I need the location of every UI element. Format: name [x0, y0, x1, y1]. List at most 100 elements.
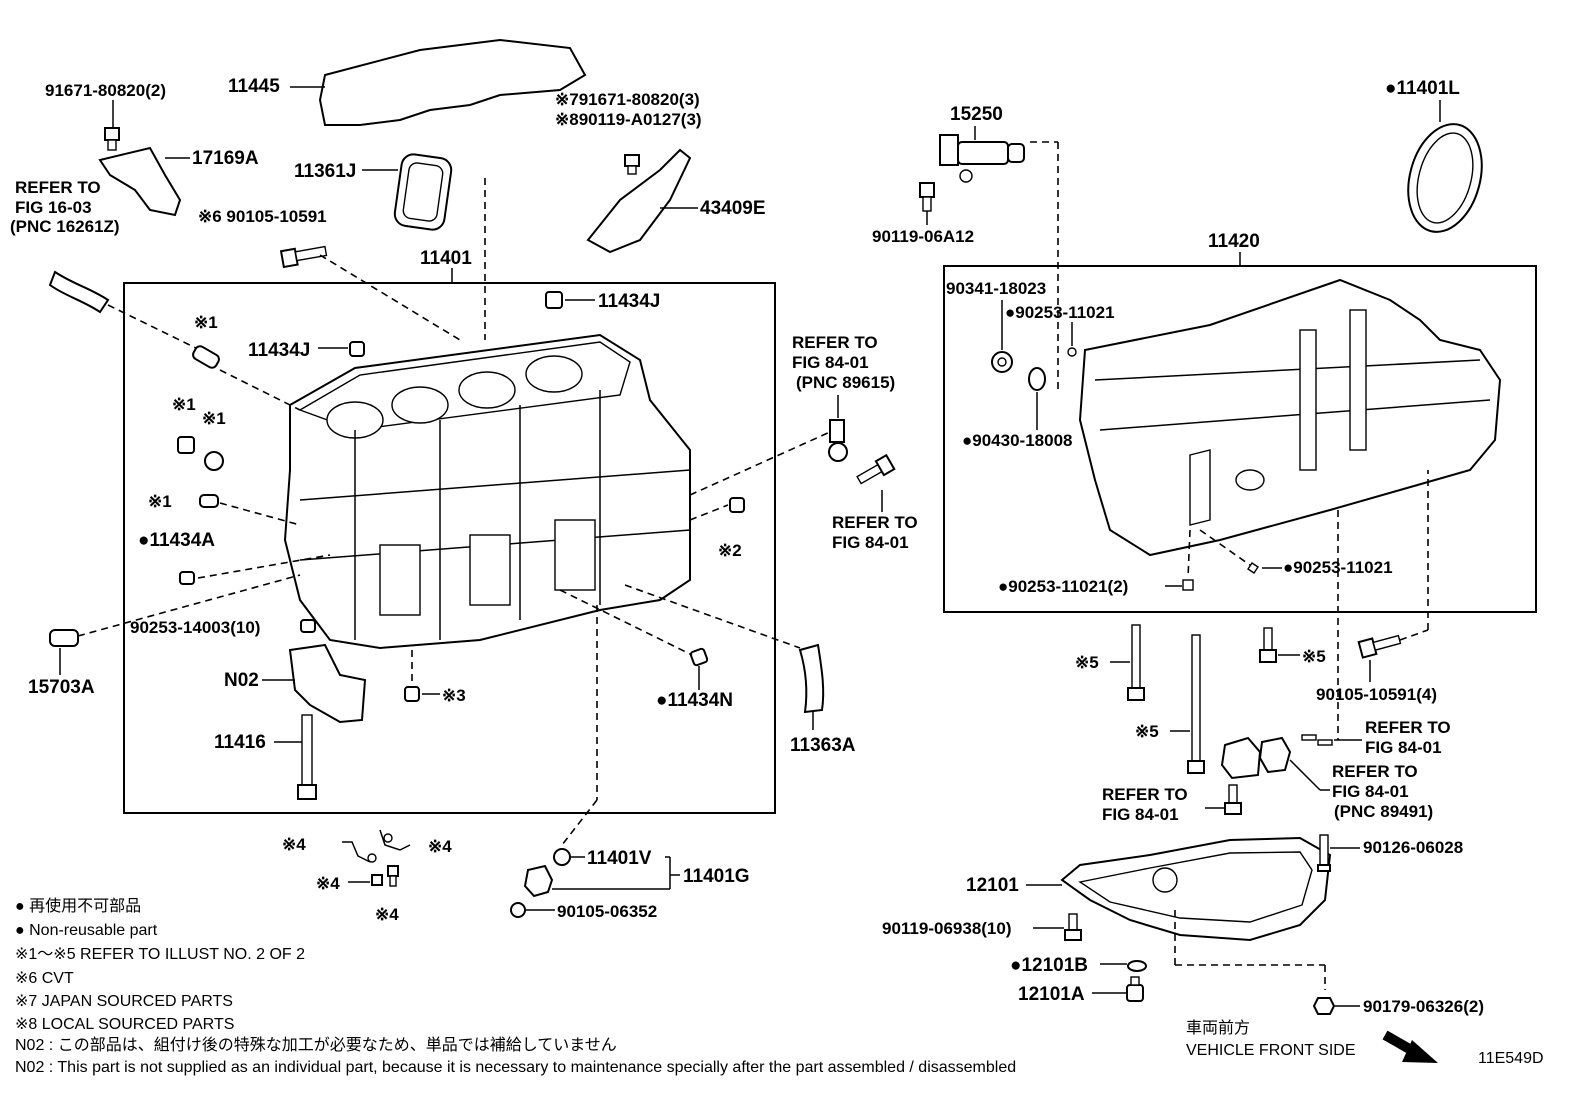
note-5-c: ※5: [1302, 647, 1326, 666]
dowel-pin-icon: [192, 345, 220, 369]
note-5-b: ※5: [1135, 722, 1159, 741]
dowel-pin-icon: [1182, 579, 1194, 591]
label-17169A: 17169A: [192, 148, 259, 169]
bearing-cap-N02: [288, 643, 367, 724]
plug-15703A: [49, 629, 79, 647]
label-15250: 15250: [950, 104, 1003, 125]
label-11434J-mid: 11434J: [248, 340, 310, 361]
label-90430-18008: ●90430-18008: [962, 431, 1072, 450]
legend-line-5: ※7 JAPAN SOURCED PARTS: [15, 993, 233, 1010]
note-1-b: ※1: [172, 395, 196, 414]
dowel-pin-icon: [179, 571, 195, 585]
label-90341-18023: 90341-18023: [946, 279, 1046, 298]
upper-oil-pan-drawing: [1078, 278, 1502, 557]
sensor-icon: [523, 864, 554, 898]
label-90119-06A12: 90119-06A12: [872, 227, 974, 246]
label-11361J: 11361J: [294, 161, 356, 182]
bolt-icon: [104, 127, 120, 151]
dowel-pin-icon: [404, 686, 420, 702]
dowel-pin-icon: [729, 497, 745, 513]
bolt-icon: [624, 154, 640, 175]
bolt-icon: [1259, 627, 1277, 663]
note-4-b: ※4: [428, 837, 452, 856]
note-1-d: ※1: [148, 492, 172, 511]
note-2: ※2: [718, 541, 742, 560]
bolt-icon: [1312, 997, 1336, 1015]
gasket-ring-icon: [1028, 367, 1046, 391]
label-12101: 12101: [966, 875, 1019, 896]
refer-fig-16-03-line1: REFER TO: [15, 178, 101, 197]
dowel-pin-icon: [1247, 562, 1259, 574]
label-11401V: 11401V: [587, 848, 652, 869]
label-90119-A0127-3: ※890119-A0127(3): [555, 110, 702, 129]
dowel-pin-icon: [177, 436, 195, 454]
bolt-icon: [1301, 734, 1333, 746]
legend-line-2: ● Non-reusable part: [15, 922, 158, 939]
label-90179-06326-2: 90179-06326(2): [1363, 997, 1484, 1016]
refer-fig-84-01-b-line1: REFER TO: [1365, 718, 1451, 737]
label-43409E: 43409E: [700, 198, 766, 219]
legend-line-1: ● 再使用不可部品: [15, 897, 141, 915]
vehicle-front-en: VEHICLE FRONT SIDE: [1186, 1042, 1356, 1059]
dowel-pin-icon: [1067, 347, 1077, 357]
vehicle-front-jp: 車両前方: [1186, 1019, 1250, 1037]
label-11401G: 11401G: [683, 866, 750, 887]
bolt-icon: [1224, 784, 1242, 815]
refer-fig-84-01-a-line2: FIG 84-01: [832, 533, 909, 552]
oil-control-valve-15250: [939, 134, 1025, 183]
dowel-pin-icon: [199, 494, 219, 508]
label-90119-06938-10: 90119-06938(10): [882, 919, 1012, 938]
label-12101A: 12101A: [1018, 984, 1085, 1005]
refer-fig-84-01-pnc89615-line3: (PNC 89615): [796, 373, 895, 392]
cylinder-block-drawing: [283, 333, 691, 650]
label-91671-80820-2: 91671-80820(2): [45, 81, 166, 100]
legend-line-7: N02 : この部品は、組付け後の特殊な加工が必要なため、単品では補給していませ…: [15, 1036, 617, 1054]
label-15703A: 15703A: [28, 677, 95, 698]
tube-11363A: [798, 643, 825, 714]
refer-fig-84-01-pnc89615-line2: FIG 84-01: [792, 353, 869, 372]
cylinder-block-frame: [123, 282, 776, 814]
plug-12101A: [1126, 976, 1144, 1002]
sensor-icon: [1220, 736, 1292, 780]
refer-fig-16-03-line3: (PNC 16261Z): [10, 217, 120, 236]
bracket-17169A: [98, 146, 182, 217]
bolt-icon: [510, 902, 526, 918]
bolt-icon: [856, 453, 896, 485]
label-11434J-top: 11434J: [598, 291, 660, 312]
label-11434N: ●11434N: [656, 690, 733, 711]
water-jacket-insulator: [318, 38, 587, 126]
label-90126-06028: 90126-06028: [1363, 838, 1463, 857]
label-90253-11021-2: ●90253-11021(2): [998, 577, 1128, 596]
bracket-43409E: [586, 148, 692, 254]
dowel-pin-icon: [545, 291, 563, 309]
label-N02: N02: [224, 670, 259, 691]
label-90253-11021-a: ●90253-11021: [1005, 303, 1115, 322]
sensor-icon: [379, 829, 411, 851]
refer-fig-84-01-pnc89491-line1: REFER TO: [1332, 762, 1418, 781]
dowel-pin-icon: [689, 647, 709, 667]
label-90253-14003-10: 90253-14003(10): [130, 618, 260, 637]
label-11363A: 11363A: [790, 735, 856, 756]
label-11401: 11401: [420, 248, 472, 269]
gasket-ring-icon: [553, 848, 571, 866]
dowel-pin-icon: [300, 619, 316, 633]
legend-line-3: ※1〜※5 REFER TO ILLUST NO. 2 OF 2: [15, 946, 305, 963]
label-90105-06352: 90105-06352: [557, 902, 657, 921]
bolt-icon: [1127, 624, 1145, 701]
refer-fig-84-01-c-line2: FIG 84-01: [1102, 805, 1179, 824]
note-1-a: ※1: [194, 313, 218, 332]
bolt-icon: [1187, 634, 1205, 774]
label-91671-80820-3: ※791671-80820(3): [555, 90, 700, 109]
refer-fig-16-03-line2: FIG 16-03: [15, 198, 92, 217]
label-12101B: ●12101B: [1010, 955, 1088, 976]
sensor-icon: [342, 841, 377, 863]
bolt-icon: [371, 865, 399, 887]
label-11401L: ●11401L: [1385, 78, 1460, 99]
arrow-icon: [1382, 1030, 1438, 1063]
refer-fig-84-01-pnc89491-line3: (PNC 89491): [1334, 802, 1433, 821]
gasket-ring-icon: [204, 451, 224, 471]
bolt-icon: [919, 182, 935, 212]
bolt-icon: [297, 714, 317, 800]
bolt-icon: [1064, 913, 1082, 941]
